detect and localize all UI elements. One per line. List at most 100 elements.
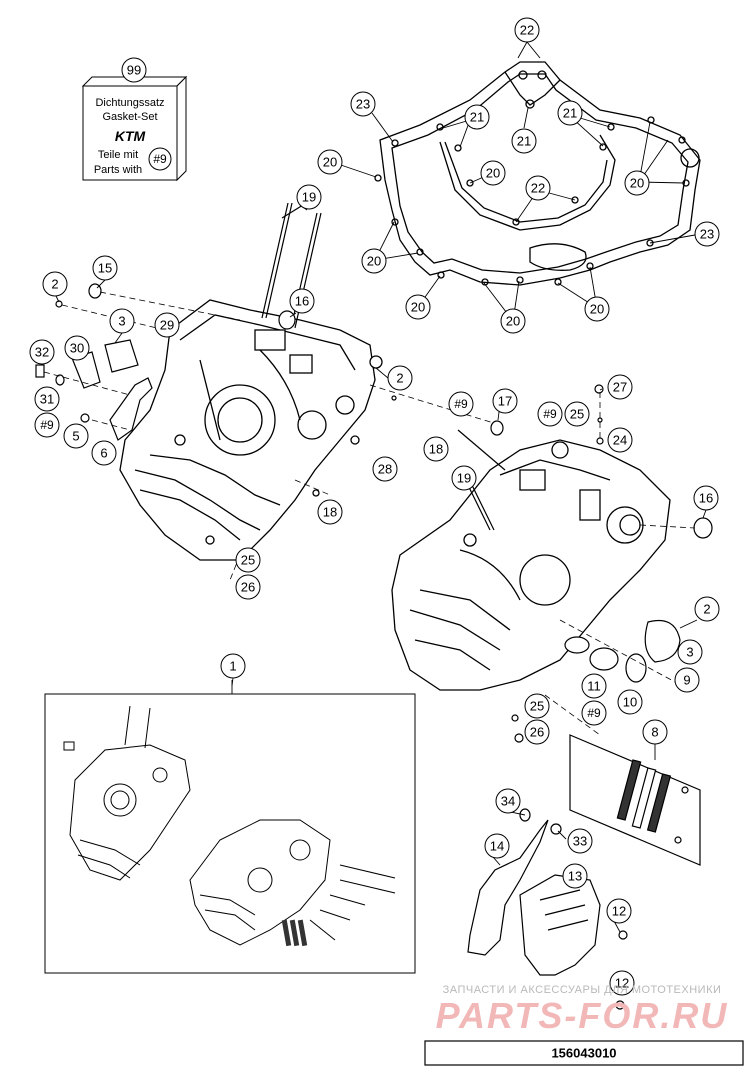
bearings-group: [569, 734, 701, 866]
svg-text:8: 8: [651, 725, 658, 740]
callout-20-e: 20: [405, 294, 431, 320]
svg-text:#9: #9: [454, 397, 468, 411]
svg-text:19: 19: [457, 471, 471, 486]
svg-text:#9: #9: [587, 706, 601, 720]
callout-2-a: 2: [42, 271, 68, 297]
callout-21-b: 21: [511, 128, 537, 154]
part-number-box: 156043010: [424, 1040, 744, 1066]
svg-text:20: 20: [630, 176, 644, 191]
svg-text:21: 21: [470, 110, 484, 125]
svg-text:31: 31: [40, 392, 54, 407]
callout-3-a: 3: [109, 308, 135, 334]
svg-text:25: 25: [241, 553, 255, 568]
callout-22-b: 22: [525, 175, 551, 201]
watermark: ЗАПЧАСТИ И АКСЕССУАРЫ ДЛЯ МОТОТЕХНИКИ PA…: [436, 984, 729, 1036]
svg-text:6: 6: [100, 446, 107, 461]
callout-32: 32: [29, 339, 55, 365]
callout-13: 13: [562, 863, 588, 889]
svg-text:3: 3: [686, 645, 693, 660]
svg-text:18: 18: [429, 442, 443, 457]
callout-14: 14: [484, 833, 510, 859]
svg-text:32: 32: [35, 345, 49, 360]
right-crankcase-half: [391, 439, 671, 691]
svg-text:5: 5: [72, 429, 79, 444]
callout-28: 28: [372, 456, 398, 482]
callout-leaders: [55, 204, 707, 933]
callout-11: 11: [581, 673, 607, 699]
watermark-main: PARTS-FOR.RU: [436, 995, 729, 1036]
callout-9: 9: [674, 667, 700, 693]
svg-text:22: 22: [531, 181, 545, 196]
svg-text:28: 28: [378, 462, 392, 477]
svg-text:26: 26: [530, 725, 544, 740]
svg-text:20: 20: [367, 254, 381, 269]
svg-text:34: 34: [501, 794, 515, 809]
svg-text:2: 2: [396, 371, 403, 386]
callout-24: 24: [607, 427, 633, 453]
gasket-set-line2: Gasket-Set: [102, 111, 157, 123]
svg-text:3: 3: [118, 314, 125, 329]
svg-text:20: 20: [590, 302, 604, 317]
callout-12-b: 12: [609, 970, 635, 996]
svg-text:30: 30: [70, 341, 84, 356]
svg-text:20: 20: [411, 300, 425, 315]
callout-10: 10: [617, 689, 643, 715]
assembly-lines-right: [544, 392, 696, 736]
callout-8: 8: [642, 719, 668, 745]
gasket-set-box: Dichtungssatz Gasket-Set KTM Teile mit P…: [81, 75, 188, 182]
svg-text:18: 18: [323, 505, 337, 520]
part-number: 156043010: [551, 1046, 616, 1061]
complete-crankcase-inset: [44, 680, 416, 974]
svg-text:25: 25: [530, 699, 544, 714]
svg-text:21: 21: [517, 134, 531, 149]
callout-2-b: 2: [387, 365, 413, 391]
gasket-leaders: [331, 41, 707, 322]
svg-text:23: 23: [700, 227, 714, 242]
callout-9ref-d: #9: [581, 700, 607, 726]
callout-19-a: 19: [296, 184, 322, 210]
svg-text:14: 14: [490, 839, 504, 854]
callouts: 22 21 21 21 23 20 20 20 20 20 20 20 20 2…: [29, 17, 720, 996]
crankcase-gasket: [374, 61, 701, 286]
svg-text:20: 20: [323, 155, 337, 170]
svg-text:1: 1: [229, 659, 236, 674]
svg-text:25: 25: [570, 407, 584, 422]
callout-25-b: 25: [235, 547, 261, 573]
svg-text:16: 16: [295, 294, 309, 309]
callout-9ref-a: #9: [34, 412, 60, 438]
svg-text:#9: #9: [543, 407, 557, 421]
svg-text:12: 12: [612, 904, 626, 919]
callout-21-a: 21: [464, 104, 490, 130]
callout-3-b: 3: [677, 639, 703, 665]
callout-25-c: 25: [524, 693, 550, 719]
callout-23-a: 23: [350, 91, 376, 117]
svg-text:26: 26: [241, 580, 255, 595]
gasket-set-line4: Parts with: [94, 164, 142, 176]
callout-2-c: 2: [694, 596, 720, 622]
svg-text:99: 99: [127, 63, 141, 78]
callout-33: 33: [567, 828, 593, 854]
svg-text:29: 29: [160, 318, 174, 333]
callout-18-a: 18: [423, 436, 449, 462]
svg-text:10: 10: [623, 695, 637, 710]
gasket-set-line3: Teile mit: [98, 149, 138, 161]
callout-25-a: 25: [564, 401, 590, 427]
svg-text:2: 2: [51, 277, 58, 292]
svg-text:24: 24: [613, 433, 627, 448]
callout-23-b: 23: [694, 221, 720, 247]
callout-20-g: 20: [584, 296, 610, 322]
svg-text:15: 15: [98, 261, 112, 276]
lever-assembly: [35, 339, 153, 441]
svg-text:17: 17: [498, 394, 512, 409]
svg-text:33: 33: [573, 834, 587, 849]
callout-18-b: 18: [317, 499, 343, 525]
callout-34: 34: [495, 788, 521, 814]
svg-text:20: 20: [506, 314, 520, 329]
svg-text:13: 13: [568, 869, 582, 884]
callout-9ref-b: #9: [448, 391, 474, 417]
callout-16-a: 16: [289, 288, 315, 314]
callout-30: 30: [64, 335, 90, 361]
callout-19-b: 19: [451, 465, 477, 491]
callout-31: 31: [34, 386, 60, 412]
callout-26-a: 26: [235, 574, 261, 600]
